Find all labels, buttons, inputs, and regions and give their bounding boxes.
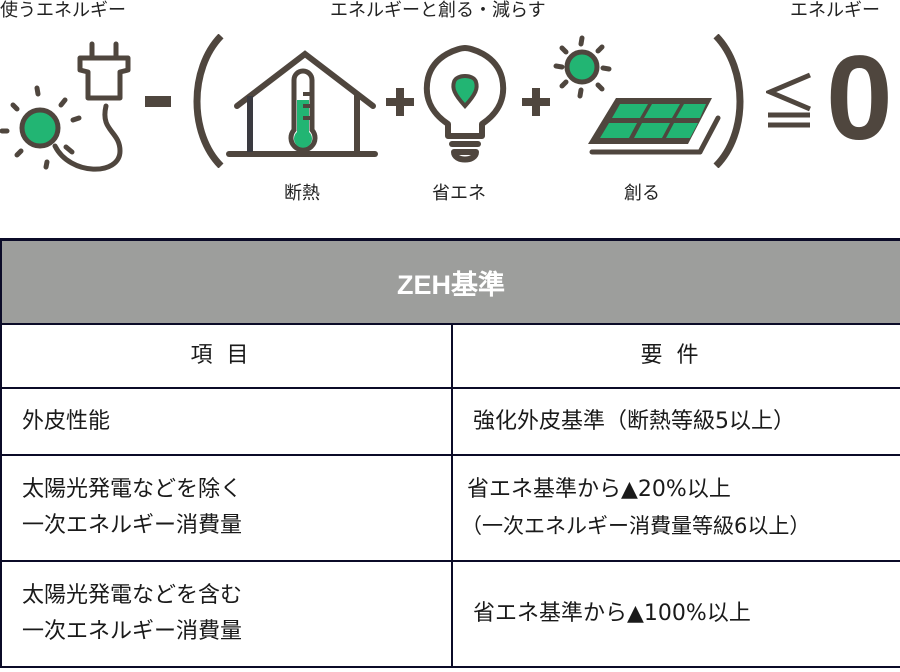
table-title: ZEH基準 [0, 238, 900, 324]
label-create-reduce: エネルギーと創る・減らす [330, 0, 546, 21]
minus-operator [145, 96, 171, 107]
row-requirement: 省エネ基準から▲100%以上 [451, 560, 900, 668]
label-energy-saving: 省エネ [432, 183, 486, 204]
solar-panel-icon [553, 35, 721, 155]
less-equal-operator [766, 72, 811, 128]
zero-result: 0 [826, 31, 893, 165]
label-use-energy: 使うエネルギー [0, 0, 126, 21]
row-requirement: 省エネ基準から▲20%以上 （一次エネルギー消費量等級6以上） [451, 454, 900, 562]
house-thermometer-icon [226, 50, 378, 157]
row-item: 太陽光発電などを除く 一次エネルギー消費量 [0, 454, 453, 562]
row-requirement: 強化外皮基準（断熱等級5以上） [451, 387, 900, 456]
plus-operator [386, 88, 414, 116]
column-header-item: 項目 [0, 323, 453, 389]
zeh-formula: 使うエネルギー エネルギーと創る・減らす エネルギー [0, 0, 900, 235]
label-generation: 創る [624, 183, 660, 204]
column-header-row: 項目 要件 [0, 323, 900, 389]
close-paren [713, 34, 744, 168]
row-item: 外皮性能 [0, 387, 453, 456]
label-insulation: 断熱 [284, 183, 320, 204]
zeh-criteria-table: ZEH基準 項目 要件 外皮性能 強化外皮基準（断熱等級5以上） 太陽光発電など… [0, 238, 900, 672]
table-row: 外皮性能 強化外皮基準（断熱等級5以上） [0, 387, 900, 456]
column-header-requirement: 要件 [451, 323, 900, 389]
table-row: 太陽光発電などを含む 一次エネルギー消費量 省エネ基準から▲100%以上 [0, 560, 900, 668]
row-item: 太陽光発電などを含む 一次エネルギー消費量 [0, 560, 453, 668]
label-result-energy: エネルギー [790, 0, 880, 21]
plus-operator-2 [522, 88, 550, 116]
open-paren [193, 34, 224, 168]
lightbulb-icon [423, 45, 507, 163]
sun-plug-icon [0, 41, 131, 172]
table-row: 太陽光発電などを除く 一次エネルギー消費量 省エネ基準から▲20%以上 （一次エ… [0, 454, 900, 562]
